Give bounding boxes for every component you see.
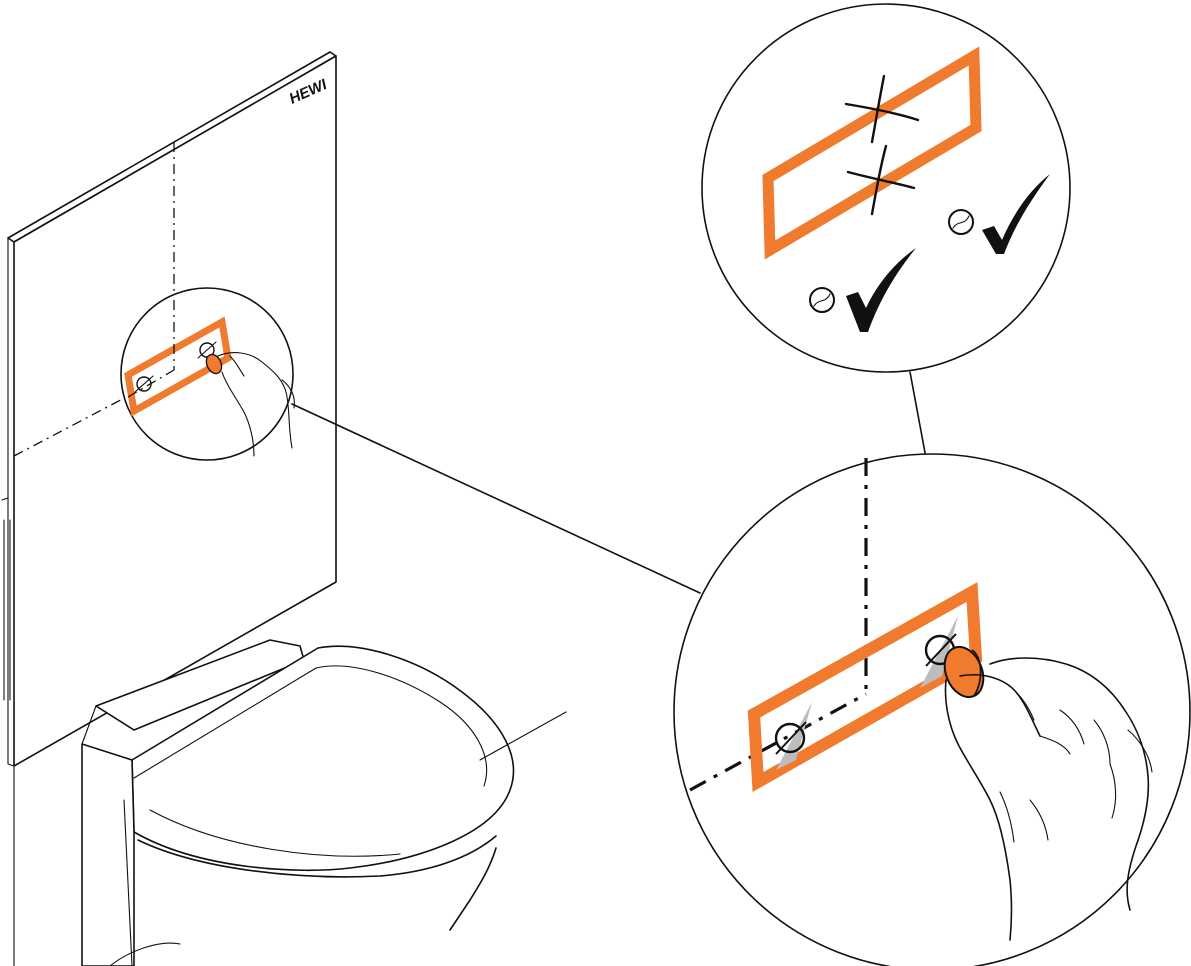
toilet xyxy=(82,640,566,966)
leader-line xyxy=(292,404,700,593)
panel-detail-circle xyxy=(121,288,294,460)
connector-line xyxy=(910,372,926,458)
instruction-circle-top xyxy=(702,4,1070,372)
detail-circle-bottom xyxy=(674,454,1190,966)
